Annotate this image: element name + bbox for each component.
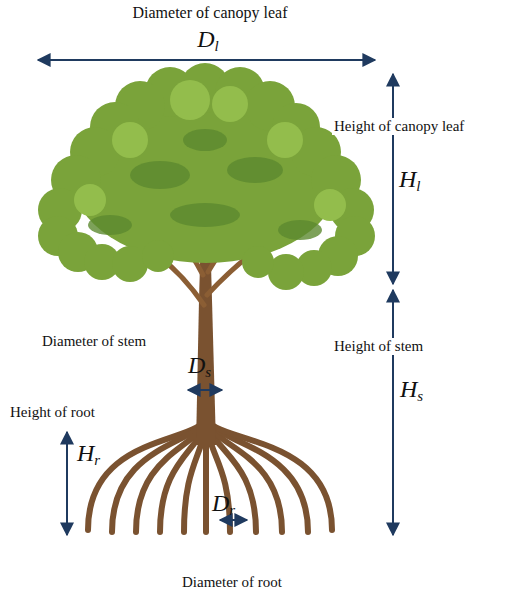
- dimension-name: Diameter of root: [180, 574, 284, 591]
- symbol-letter: D: [188, 352, 205, 378]
- dimension-symbol: Hs: [398, 376, 425, 405]
- symbol-subscript: l: [215, 38, 219, 54]
- dimension-symbol: Hr: [75, 440, 102, 469]
- canopy: [38, 63, 375, 290]
- symbol-letter: H: [400, 376, 417, 402]
- symbol-letter: D: [212, 490, 229, 516]
- symbol-letter: H: [399, 166, 416, 192]
- dimension-symbol: Dr: [210, 490, 237, 519]
- dimension-name: Diameter of stem: [40, 333, 148, 350]
- symbol-subscript: r: [229, 502, 235, 518]
- symbol-letter: D: [197, 26, 214, 52]
- symbol-subscript: l: [416, 178, 420, 194]
- symbol-subscript: s: [417, 388, 423, 404]
- symbol-subscript: r: [94, 452, 100, 468]
- dimension-symbol: Dl: [195, 26, 221, 55]
- dimension-symbol: Ds: [186, 352, 213, 381]
- symbol-letter: H: [77, 440, 94, 466]
- dimension-name: Height of canopy leaf: [332, 118, 466, 135]
- dimension-symbol: Hl: [397, 166, 423, 195]
- dimension-name: Height of stem: [332, 338, 425, 355]
- dimension-name: Height of root: [8, 404, 97, 421]
- symbol-subscript: s: [205, 364, 211, 380]
- dimension-name: Diameter of canopy leaf: [130, 4, 289, 22]
